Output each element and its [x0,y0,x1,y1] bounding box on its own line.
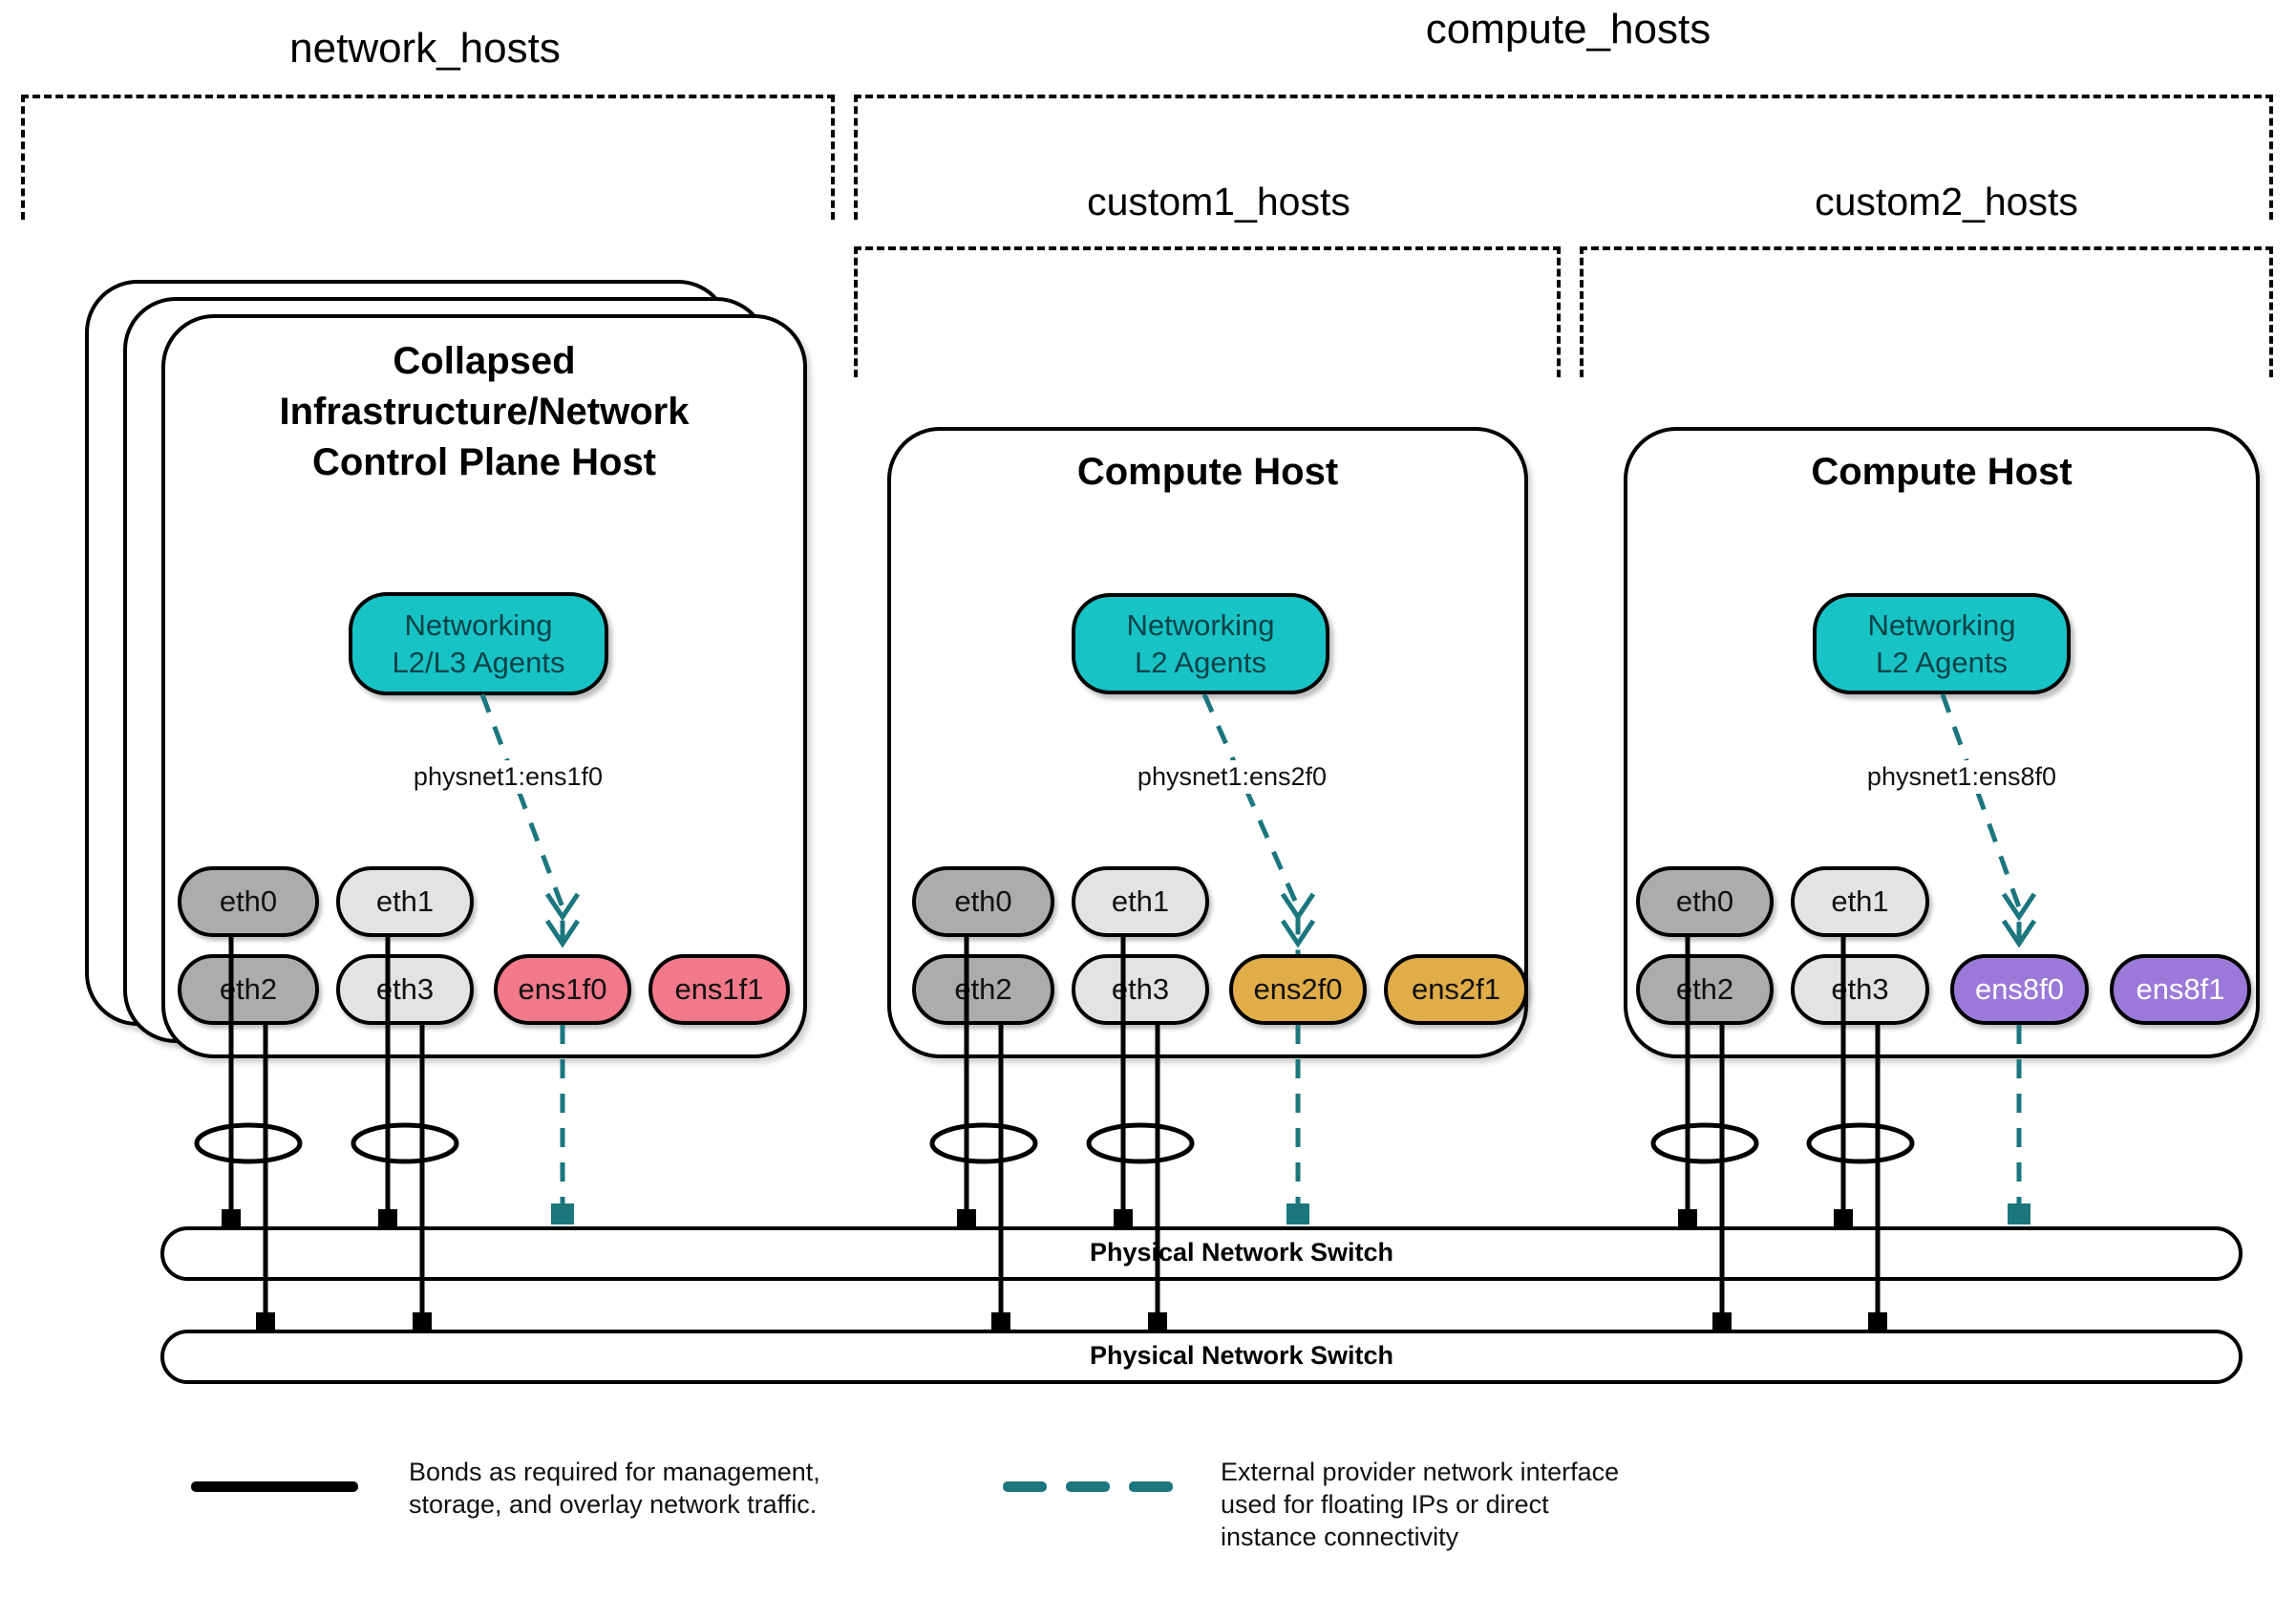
nic-pill-eth0: eth0 [1636,866,1774,937]
legend-provider-dash-swatch [1066,1481,1110,1492]
physical-network-switch-2 [160,1330,2243,1384]
nic-pill-eth2: eth2 [178,954,319,1025]
host-title-control-plane: Collapsed Infrastructure/Network Control… [161,336,807,488]
legend-provider-dash-swatch [1129,1481,1173,1492]
physical-network-switch-1 [160,1226,2243,1281]
agent-label-line: L2 Agents [1135,646,1266,679]
nic-pill-ens2f1: ens2f1 [1384,954,1528,1025]
nic-pill-ens8f0: ens8f0 [1950,954,2089,1025]
nic-pill-ens2f0: ens2f0 [1229,954,1367,1025]
bracket-custom2-hosts [1580,246,2273,377]
physnet-label-host1: physnet1:ens1f0 [401,760,615,794]
legend-provider-text-line: used for floating IPs or direct [1221,1490,1549,1519]
agent-label-line: L2/L3 Agents [392,646,565,679]
legend-provider-text-line: External provider network interface [1221,1458,1620,1486]
nic-pill-eth2: eth2 [1636,954,1774,1025]
group-label-custom1-hosts: custom1_hosts [1087,180,1350,224]
agent-box-l2-compute2: Networking L2 Agents [1813,593,2071,694]
legend-provider-text-line: instance connectivity [1221,1522,1459,1551]
nic-pill-ens1f0: ens1f0 [494,954,631,1025]
agent-label-line: L2 Agents [1876,646,2008,679]
legend-bond-text: Bonds as required for management, storag… [409,1456,820,1521]
bracket-compute-hosts [854,95,2273,220]
physnet-label-host2: physnet1:ens2f0 [1125,760,1339,794]
legend-provider-text: External provider network interface used… [1221,1456,1619,1553]
nic-pill-eth0: eth0 [178,866,319,937]
switch-label-1: Physical Network Switch [1089,1238,1394,1267]
host-title-compute-1: Compute Host [887,447,1528,498]
nic-pill-eth1: eth1 [1791,866,1929,937]
agent-label-line: Networking [404,608,553,642]
bracket-network-hosts [21,95,835,220]
legend-bond-text-line: storage, and overlay network traffic. [409,1490,818,1519]
agent-label-line: Networking [1867,608,2016,642]
host-title-line: Control Plane Host [311,441,657,483]
legend-provider-dash-swatch [1003,1481,1047,1492]
host-title-line: Collapsed [393,340,576,382]
nic-pill-eth2: eth2 [912,954,1054,1025]
nic-pill-eth3: eth3 [336,954,474,1025]
nic-pill-eth3: eth3 [1072,954,1209,1025]
switch-label-2: Physical Network Switch [1089,1341,1394,1370]
host-title-line: Compute Host [1076,451,1339,493]
host-title-compute-2: Compute Host [1624,447,2260,498]
nic-pill-eth3: eth3 [1791,954,1929,1025]
bracket-custom1-hosts [854,246,1561,377]
nic-pill-ens8f1: ens8f1 [2110,954,2251,1025]
group-label-compute-hosts: compute_hosts [1425,6,1711,53]
group-label-custom2-hosts: custom2_hosts [1815,180,2078,224]
physnet-label-host3: physnet1:ens8f0 [1855,760,2069,794]
legend-bond-line-swatch [191,1481,358,1492]
nic-pill-eth1: eth1 [336,866,474,937]
nic-pill-ens1f1: ens1f1 [648,954,790,1025]
agent-box-l2l3: Networking L2/L3 Agents [349,592,608,695]
agent-box-l2-compute1: Networking L2 Agents [1072,593,1329,694]
agent-label-line: Networking [1126,608,1275,642]
nic-pill-eth0: eth0 [912,866,1054,937]
legend-bond-text-line: Bonds as required for management, [409,1458,820,1486]
group-label-network-hosts: network_hosts [289,25,561,72]
host-title-line: Compute Host [1811,451,2073,493]
host-title-line: Infrastructure/Network [279,391,690,433]
nic-pill-eth1: eth1 [1072,866,1209,937]
